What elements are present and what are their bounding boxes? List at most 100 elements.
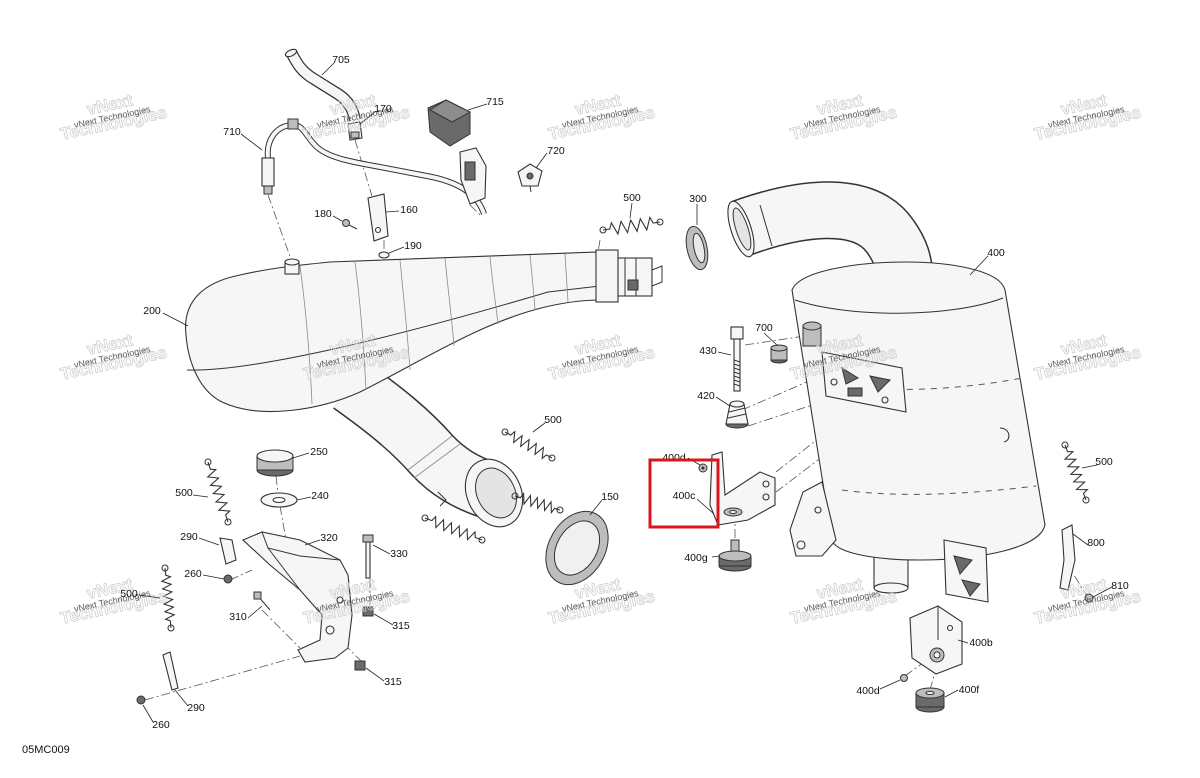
callout-500[interactable]: 500 — [120, 588, 138, 600]
spring-hook — [204, 458, 212, 466]
bracket-clip — [367, 193, 389, 242]
exhaust-spring — [421, 514, 486, 544]
spring-hook — [224, 518, 232, 526]
callout-310[interactable]: 310 — [229, 611, 247, 623]
spring-coil — [1063, 444, 1089, 501]
nut — [698, 463, 708, 473]
callout-400d[interactable]: 400d — [856, 685, 880, 697]
callout-500[interactable]: 500 — [1095, 456, 1113, 468]
rubber-mount — [915, 687, 945, 713]
callout-705[interactable]: 705 — [332, 54, 350, 66]
callout-500[interactable]: 500 — [623, 192, 641, 204]
muffler — [727, 181, 1046, 594]
long-bolt — [730, 326, 744, 392]
spring-hook — [656, 218, 664, 226]
callout-160[interactable]: 160 — [400, 204, 418, 216]
spring-coil — [424, 515, 483, 542]
nut — [1084, 593, 1094, 603]
sensor-line — [261, 118, 487, 216]
callout-715[interactable]: 715 — [486, 96, 504, 108]
exhaust-spring — [511, 491, 564, 515]
clip — [162, 651, 179, 691]
rubber-mount — [427, 99, 487, 205]
callout-315[interactable]: 315 — [384, 676, 402, 688]
callout-260[interactable]: 260 — [152, 719, 170, 731]
callout-500[interactable]: 500 — [175, 487, 193, 499]
callout-800[interactable]: 800 — [1087, 537, 1105, 549]
nut — [136, 695, 146, 705]
clip — [1059, 524, 1076, 591]
spring-coil — [514, 491, 561, 515]
exhaust-spring — [1061, 441, 1090, 504]
bolt — [362, 534, 374, 579]
callout-190[interactable]: 190 — [404, 240, 422, 252]
spring-hook — [478, 536, 486, 544]
callout-labels: 705 170 715 710 720 180 160 190 500 300 … — [120, 54, 1129, 731]
callout-400c[interactable]: 400c — [673, 490, 696, 502]
spring-coil — [602, 215, 661, 236]
spring-hook — [556, 506, 564, 514]
callout-315[interactable]: 315 — [392, 620, 410, 632]
leader-lines — [138, 62, 1113, 723]
sealing-ring — [545, 510, 609, 586]
callout-710[interactable]: 710 — [223, 126, 241, 138]
callout-700[interactable]: 700 — [755, 322, 773, 334]
tuned-pipe — [185, 249, 663, 528]
spring-grommet — [725, 400, 749, 429]
fitting — [347, 121, 363, 141]
callout-500[interactable]: 500 — [544, 414, 562, 426]
nut — [354, 660, 366, 671]
spring-hook — [1082, 496, 1090, 504]
callout-720[interactable]: 720 — [547, 145, 565, 157]
callout-400g[interactable]: 400g — [684, 552, 708, 564]
nut — [223, 574, 233, 584]
muffler-lower-bracket — [943, 539, 989, 603]
washer — [378, 251, 390, 259]
rubber-cap — [256, 449, 294, 477]
callout-330[interactable]: 330 — [390, 548, 408, 560]
exhaust-spring — [204, 458, 232, 526]
gasket — [685, 225, 709, 271]
highlight-box — [648, 458, 720, 529]
mounting-bracket — [909, 605, 963, 675]
callout-320[interactable]: 320 — [320, 532, 338, 544]
exhaust-spring — [501, 428, 556, 462]
rubber-mount-stud — [718, 539, 752, 572]
spring-coil — [206, 461, 232, 523]
support-bracket — [242, 531, 353, 663]
spring-hook — [511, 492, 519, 500]
callout-200[interactable]: 200 — [143, 305, 161, 317]
callout-170[interactable]: 170 — [374, 103, 392, 115]
callout-400f[interactable]: 400f — [959, 684, 980, 696]
callout-250[interactable]: 250 — [310, 446, 328, 458]
spring-hook — [167, 624, 175, 632]
callout-300[interactable]: 300 — [689, 193, 707, 205]
callout-150[interactable]: 150 — [601, 491, 619, 503]
callout-430[interactable]: 430 — [699, 345, 717, 357]
exhaust-spring — [599, 215, 664, 236]
callout-400b[interactable]: 400b — [969, 637, 993, 649]
diagram-code: 05MC009 — [22, 744, 70, 756]
callout-240[interactable]: 240 — [311, 490, 329, 502]
spring-hook — [1061, 441, 1069, 449]
clip — [517, 163, 543, 193]
callout-810[interactable]: 810 — [1111, 580, 1129, 592]
exhaust-springs — [160, 215, 1090, 632]
mounting-bracket-400c — [709, 451, 776, 526]
callout-400[interactable]: 400 — [987, 247, 1005, 259]
clip — [219, 537, 237, 565]
nut — [900, 674, 908, 682]
callout-290[interactable]: 290 — [187, 702, 205, 714]
muffler-side-bracket — [789, 481, 837, 557]
spring-hook — [501, 428, 509, 436]
spring-hook — [421, 514, 429, 522]
cap — [770, 344, 788, 364]
callout-260[interactable]: 260 — [184, 568, 202, 580]
callout-180[interactable]: 180 — [314, 208, 332, 220]
spring-hook — [548, 454, 556, 462]
callout-400d[interactable]: 400d — [662, 452, 686, 464]
nut — [362, 606, 374, 617]
callout-290[interactable]: 290 — [180, 531, 198, 543]
callout-420[interactable]: 420 — [697, 390, 715, 402]
